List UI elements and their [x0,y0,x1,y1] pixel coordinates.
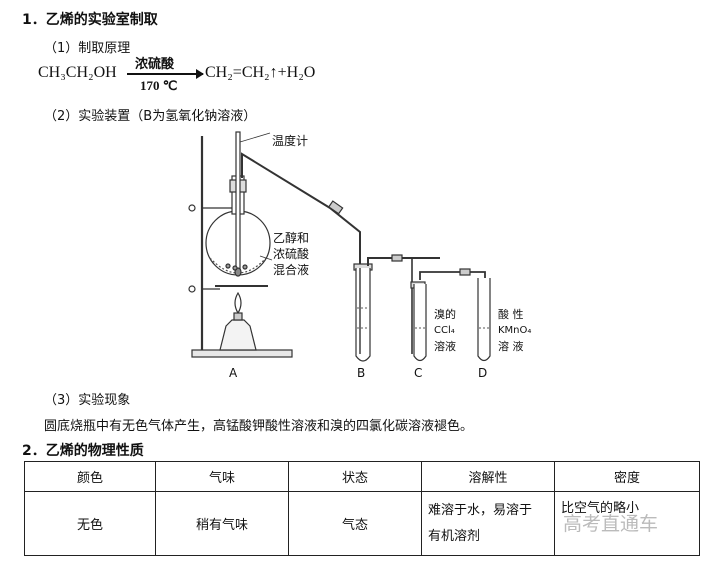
item-apparatus: （2）实验装置（B为氢氧化钠溶液） [44,109,257,124]
header-odor: 气味 [155,461,289,492]
cell-solubility: 难溶于水，易溶于 有机溶剂 [421,491,555,556]
cell-solubility-line2: 有机溶剂 [428,528,481,544]
mixture-label-2: 浓硫酸 [273,246,309,261]
d-label-2: KMnO₄ [498,325,531,336]
cell-odor: 稍有气味 [155,491,289,556]
cell-solubility-line1: 难溶于水，易溶于 [428,502,533,518]
letter-b: B [357,366,365,380]
item-phenomenon: （3）实验现象 [44,393,131,408]
thermometer-label: 温度计 [272,133,308,148]
section2-title: 2．乙烯的物理性质 [22,443,144,459]
header-color: 颜色 [24,461,156,492]
watermark: 高考直通车 [563,513,659,535]
table-header-row: 颜色 气味 状态 溶解性 密度 [24,461,700,492]
flame [234,291,242,314]
letter-d: D [478,366,487,380]
alcohol-lamp [219,319,257,351]
thermometer [235,131,241,271]
equation-product: CH₂=CH₂↑+H₂O [205,64,316,81]
header-solubility: 溶解性 [421,461,555,492]
cell-state: 气态 [288,491,422,556]
c-label-1: 溴的 [434,307,456,321]
mixture-label-3: 混合液 [273,262,309,277]
cell-color: 无色 [24,491,156,556]
test-tube-c [413,284,427,362]
apparatus-diagram: 温度计 乙醇和 浓硫酸 混合液 溴的 CCl₄ 溶液 酸 性 KMnO₄ 溶 液… [188,131,531,380]
d-label-3: 溶 液 [498,339,524,353]
equation-arrow [127,73,203,75]
properties-table: 颜色 气味 状态 溶解性 密度 无色 稍有气味 气态 难溶于水，易溶于 有机溶剂… [24,461,700,556]
d-label-1: 酸 性 [498,307,524,321]
c-label-2: CCl₄ [434,325,455,336]
letter-c: C [414,366,422,380]
header-state: 状态 [288,461,422,492]
phenomenon-text: 圆底烧瓶中有无色气体产生，高锰酸钾酸性溶液和溴的四氯化碳溶液褪色。 [44,419,474,434]
equation-condition: 170 ℃ [140,78,178,93]
equation-reactant: CH₃CH₂OH [38,64,117,81]
mixture-label-1: 乙醇和 [273,230,309,245]
equation-arrow-head [196,69,204,79]
test-tube-b [355,268,371,362]
item-principle: （1）制取原理 [44,41,131,56]
test-tube-d [477,278,491,362]
table-row: 无色 稍有气味 气态 难溶于水，易溶于 有机溶剂 比空气的略小 [24,491,700,556]
equation-reagent: 浓硫酸 [135,56,175,71]
letter-a: A [229,366,238,380]
cell-density: 比空气的略小 [554,491,700,556]
stand-base [191,349,293,358]
header-density: 密度 [554,461,700,492]
section1-title: 1．乙烯的实验室制取 [22,12,158,28]
c-label-3: 溶液 [434,339,456,353]
delivery-tube-bc [367,257,440,266]
